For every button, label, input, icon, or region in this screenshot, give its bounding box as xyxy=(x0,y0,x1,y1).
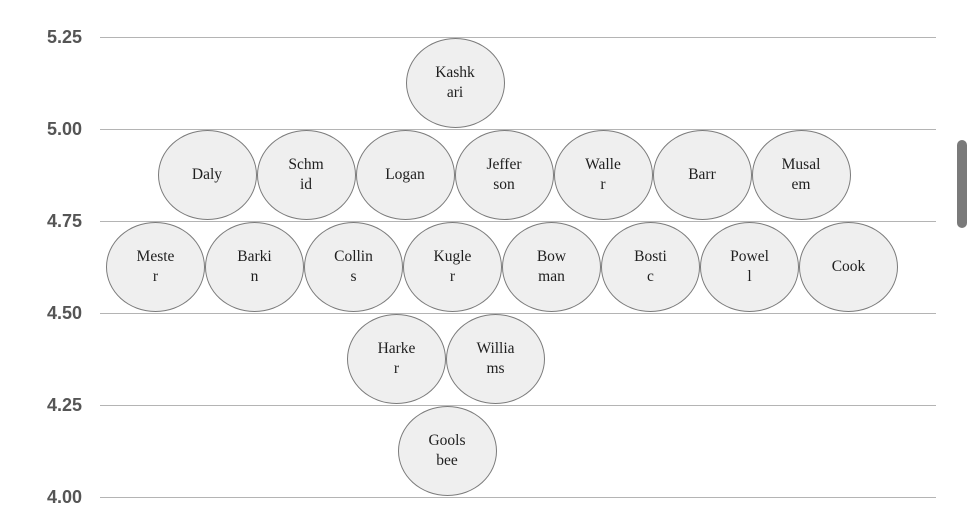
bubble-bowman[interactable]: Bow man xyxy=(502,222,601,312)
y-tick-label: 5.25 xyxy=(46,27,82,47)
bubble-label: Walle r xyxy=(585,156,621,193)
bubble-label: Gools bee xyxy=(428,432,466,469)
bubble-harker[interactable]: Harke r xyxy=(347,314,446,404)
bubble-label: Willia ms xyxy=(476,340,515,377)
gridline-4.75 xyxy=(100,221,936,222)
bubble-jefferson[interactable]: Jeffer son xyxy=(454,130,554,220)
gridline-4.25 xyxy=(100,405,936,406)
bubble-label: Jeffer son xyxy=(486,156,522,193)
bubble-williams[interactable]: Willia ms xyxy=(446,314,545,404)
bubble-goolsbee[interactable]: Gools bee xyxy=(397,406,497,496)
y-tick-label: 4.75 xyxy=(46,211,82,231)
bubble-waller[interactable]: Walle r xyxy=(553,130,653,220)
bubble-label: Barki n xyxy=(237,248,272,285)
bubble-label: Meste r xyxy=(136,248,175,285)
scrollbar-thumb[interactable] xyxy=(957,140,967,228)
gridline-5.00 xyxy=(100,129,936,130)
y-tick-label: 4.50 xyxy=(46,303,82,323)
gridline-5.25 xyxy=(100,37,936,38)
bubble-label: Collin s xyxy=(334,248,373,285)
gridline-4.50 xyxy=(100,313,936,314)
bubble-label: Schm id xyxy=(288,156,324,193)
bubble-powell[interactable]: Powel l xyxy=(700,222,799,312)
bubble-label: Kugle r xyxy=(433,248,472,285)
bubble-schmid[interactable]: Schm id xyxy=(256,130,356,220)
bubble-barkin[interactable]: Barki n xyxy=(205,222,304,312)
y-tick-label: 5.00 xyxy=(46,119,82,139)
y-tick-label: 4.25 xyxy=(46,395,82,415)
bubble-label: Powel l xyxy=(730,248,769,285)
bubble-label: Daly xyxy=(191,166,223,183)
bubble-logan[interactable]: Logan xyxy=(355,130,455,220)
bubble-musalem[interactable]: Musal em xyxy=(751,130,851,220)
bubble-label: Bosti c xyxy=(634,248,667,285)
bubble-bostic[interactable]: Bosti c xyxy=(601,222,700,312)
bubble-mester[interactable]: Meste r xyxy=(106,222,205,312)
gridline-4.00 xyxy=(100,497,936,498)
bubble-label: Bow man xyxy=(536,248,567,285)
bubble-daly[interactable]: Daly xyxy=(157,130,257,220)
bubble-cook[interactable]: Cook xyxy=(799,222,898,312)
bubble-label: Cook xyxy=(831,258,866,275)
bubble-label: Musal em xyxy=(781,156,821,193)
y-tick-label: 4.00 xyxy=(46,487,82,507)
bubble-label: Barr xyxy=(688,166,716,183)
bubble-barr[interactable]: Barr xyxy=(652,130,752,220)
bubble-kashkari[interactable]: Kashk ari xyxy=(405,38,505,128)
bubble-kugler[interactable]: Kugle r xyxy=(403,222,502,312)
bubble-label: Logan xyxy=(385,166,425,183)
bubble-label: Kashk ari xyxy=(435,64,475,101)
bubble-collins[interactable]: Collin s xyxy=(304,222,403,312)
bubble-label: Harke r xyxy=(377,340,416,377)
